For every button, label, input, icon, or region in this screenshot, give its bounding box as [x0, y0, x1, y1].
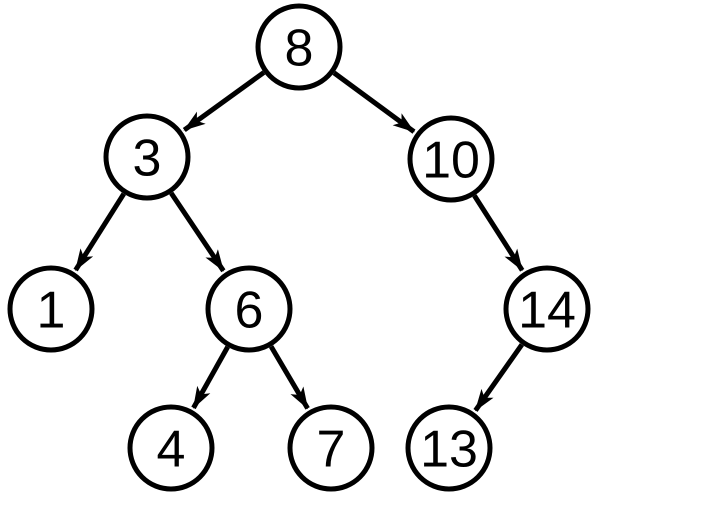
node-circle: [407, 115, 495, 203]
node-circle: [503, 265, 591, 353]
node-circle: [287, 404, 375, 492]
edge-14-to-13: [473, 343, 524, 412]
tree-node-7: 7: [287, 404, 375, 492]
node-circle: [127, 404, 215, 492]
tree-node-4: 4: [127, 404, 215, 492]
node-label: 7: [317, 421, 346, 479]
tree-node-14: 14: [503, 265, 591, 353]
tree-node-10: 10: [407, 115, 495, 203]
edge-6-to-7: [268, 345, 310, 410]
tree-node-6: 6: [205, 265, 293, 353]
node-circle: [7, 265, 95, 353]
tree-node-1: 1: [7, 265, 95, 353]
node-circle: [103, 113, 191, 201]
node-label: 3: [133, 130, 162, 188]
node-circle: [255, 3, 343, 91]
edges-layer: [73, 70, 525, 412]
edge-6-to-4: [191, 345, 230, 410]
node-label: 6: [235, 282, 264, 340]
edge-3-to-6: [169, 191, 226, 273]
edge-8-to-10: [332, 70, 416, 134]
node-label: 4: [157, 421, 186, 479]
edge-8-to-3: [182, 70, 266, 133]
node-circle: [405, 404, 493, 492]
tree-node-3: 3: [103, 113, 191, 201]
tree-node-8: 8: [255, 3, 343, 91]
node-circle: [205, 265, 293, 353]
edge-10-to-14: [472, 194, 525, 272]
node-label: 14: [518, 282, 576, 340]
node-label: 1: [37, 282, 66, 340]
node-label: 8: [285, 20, 314, 78]
tree-node-13: 13: [405, 404, 493, 492]
node-label: 10: [422, 132, 480, 190]
node-label: 13: [420, 421, 478, 479]
nodes-layer: 8 3 10 1 6 14 4 7 13: [7, 3, 591, 492]
edge-3-to-1: [73, 192, 126, 272]
